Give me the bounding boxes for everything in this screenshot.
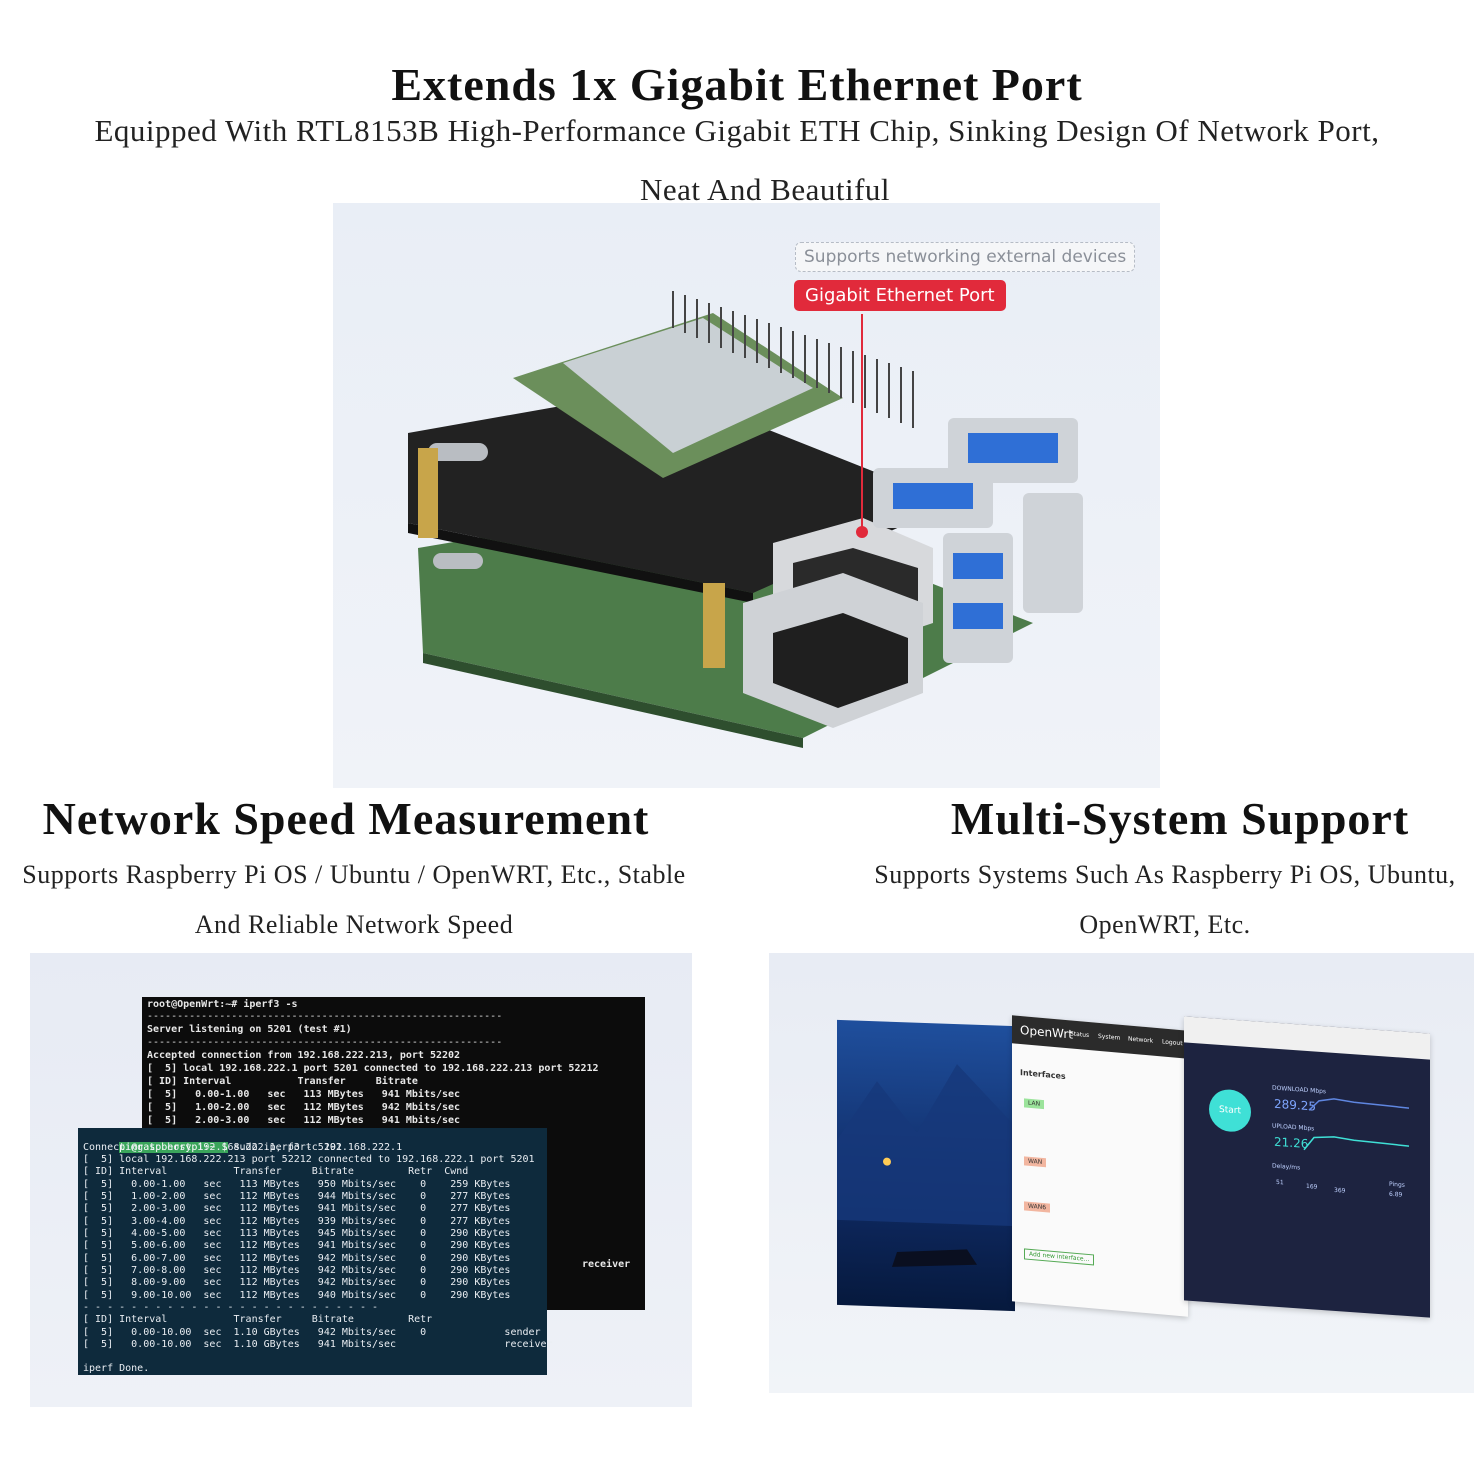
terminal-command: sudo iperf3 -c 192.168.222.1: [227, 1142, 403, 1154]
raspberrypi-terminal: pi@raspberrypi:~ $ sudo iperf3 -c 192.16…: [78, 1128, 553, 1375]
terminal-line: [ 5] 5.00-6.00 sec 112 MBytes 941 Mbits/…: [83, 1240, 511, 1251]
terminal-line: [ 5] local 192.168.222.1 port 5201 conne…: [147, 1063, 599, 1074]
speed-section-title: Network Speed Measurement: [42, 793, 650, 844]
multisystem-section-title: Multi-System Support: [950, 793, 1410, 844]
openwrt-heading: Interfaces: [1020, 1068, 1066, 1081]
terminal-line: [ 5] 8.00-9.00 sec 112 MBytes 942 Mbits/…: [83, 1277, 511, 1288]
callout-pointer-line: [861, 314, 863, 532]
multisystem-subtitle-line1: Supports Systems Such As Raspberry Pi OS…: [874, 860, 1456, 889]
terminal-line: ----------------------------------------…: [147, 1037, 503, 1048]
terminal-line: [ ID] Interval Transfer Bitrate Retr: [83, 1314, 433, 1325]
terminal-line: [ 5] 6.00-7.00 sec 112 MBytes 942 Mbits/…: [83, 1253, 511, 1264]
terminal-line: root@OpenWrt:~# iperf3 -s: [147, 999, 298, 1010]
terminal-line: [ 5] 1.00-2.00 sec 112 MBytes 944 Mbits/…: [83, 1191, 511, 1202]
callout-pointer-dot: [856, 526, 868, 538]
os-screens-panel: OpenWrt Status System Network Logout Int…: [769, 953, 1474, 1393]
iface-lan-badge: LAN: [1024, 1098, 1045, 1110]
terminal-line: [ ID] Interval Transfer Bitrate Retr Cwn…: [83, 1166, 469, 1177]
terminal-line: [ 5] 1.00-2.00 sec 112 MBytes 942 Mbits/…: [147, 1102, 461, 1113]
terminal-line: ----------------------------------------…: [147, 1011, 503, 1022]
main-title: Extends 1x Gigabit Ethernet Port: [391, 59, 1083, 110]
terminal-line: [ 5] 3.00-4.00 sec 112 MBytes 939 Mbits/…: [83, 1216, 511, 1227]
main-subtitle-line1: Equipped With RTL8153B High-Performance …: [94, 113, 1380, 148]
terminal-line: [ 5] 9.00-10.00 sec 112 MBytes 940 Mbits…: [83, 1290, 511, 1301]
iface-wan6-badge: WAN6: [1024, 1201, 1051, 1213]
openwrt-brand: OpenWrt: [1020, 1023, 1074, 1042]
main-subtitle-line2: Neat And Beautiful: [639, 172, 891, 207]
terminal-line: Server listening on 5201 (test #1): [147, 1024, 352, 1035]
terminal-line: [ 5] 2.00-3.00 sec 112 MBytes 941 Mbits/…: [83, 1203, 511, 1214]
openwrt-menu-logout[interactable]: Logout: [1162, 1038, 1183, 1048]
terminal-receiver-label: receiver: [582, 1259, 631, 1270]
terminal-line: [ 5] 4.00-5.00 sec 113 MBytes 945 Mbits/…: [83, 1228, 511, 1239]
openwrt-menu-network[interactable]: Network: [1128, 1035, 1154, 1045]
terminal-line: [ 5] local 192.168.222.213 port 52212 co…: [83, 1154, 535, 1165]
terminal-line: [ 5] 0.00-1.00 sec 113 MBytes 941 Mbits/…: [147, 1089, 461, 1100]
terminal-line: [ 5] 0.00-10.00 sec 1.10 GBytes 941 Mbit…: [83, 1339, 553, 1350]
gigabit-port-callout: Gigabit Ethernet Port: [794, 280, 1006, 311]
networking-callout: Supports networking external devices: [795, 242, 1136, 272]
speedtest-ui: Start DOWNLOAD Mbps 289.25 UPLOAD Mbps 2…: [1184, 1016, 1430, 1318]
terminal-line: [ 5] 7.00-8.00 sec 112 MBytes 942 Mbits/…: [83, 1265, 511, 1276]
multisystem-subtitle-line2: OpenWRT, Etc.: [1079, 910, 1251, 939]
board-illustration: [408, 291, 1083, 748]
terminal-line: [ 5] 0.00-1.00 sec 113 MBytes 950 Mbits/…: [83, 1179, 511, 1190]
add-interface-button[interactable]: Add new interface...: [1024, 1248, 1095, 1266]
speed-graph: [1303, 1098, 1410, 1151]
speed-subtitle-line2: And Reliable Network Speed: [194, 910, 514, 939]
terminal-line: - - - - - - - - - - - - - - - - - - - - …: [83, 1302, 379, 1313]
product-image-panel: Supports networking external devices Gig…: [333, 203, 1160, 788]
openwrt-web-ui: OpenWrt Status System Network Logout Int…: [1012, 1015, 1188, 1317]
terminal-line: [ ID] Interval Transfer Bitrate: [147, 1076, 418, 1087]
terminal-line: [ 5] 0.00-10.00 sec 1.10 GBytes 942 Mbit…: [83, 1327, 541, 1338]
landscape-wallpaper: [837, 1064, 1015, 1267]
openwrt-header: OpenWrt Status System Network Logout: [1012, 1015, 1188, 1059]
speed-subtitle-line1: Supports Raspberry Pi OS / Ubuntu / Open…: [22, 860, 686, 889]
iface-wan-badge: WAN: [1024, 1156, 1047, 1168]
speed-test-panel: root@OpenWrt:~# iperf3 -s --------------…: [30, 953, 692, 1407]
raspberry-pi-os-desktop: [837, 1019, 1015, 1312]
terminal-line: Connecting to host 192.168.222.1, port 5…: [83, 1142, 342, 1153]
terminal-line: Accepted connection from 192.168.222.213…: [147, 1050, 461, 1061]
terminal-line: iperf Done.: [83, 1363, 150, 1374]
openwrt-menu-system[interactable]: System: [1098, 1032, 1121, 1042]
terminal-line: [ 5] 2.00-3.00 sec 112 MBytes 941 Mbits/…: [147, 1115, 461, 1126]
terminal-prompt: pi@raspberrypi:~ $: [119, 1142, 228, 1154]
